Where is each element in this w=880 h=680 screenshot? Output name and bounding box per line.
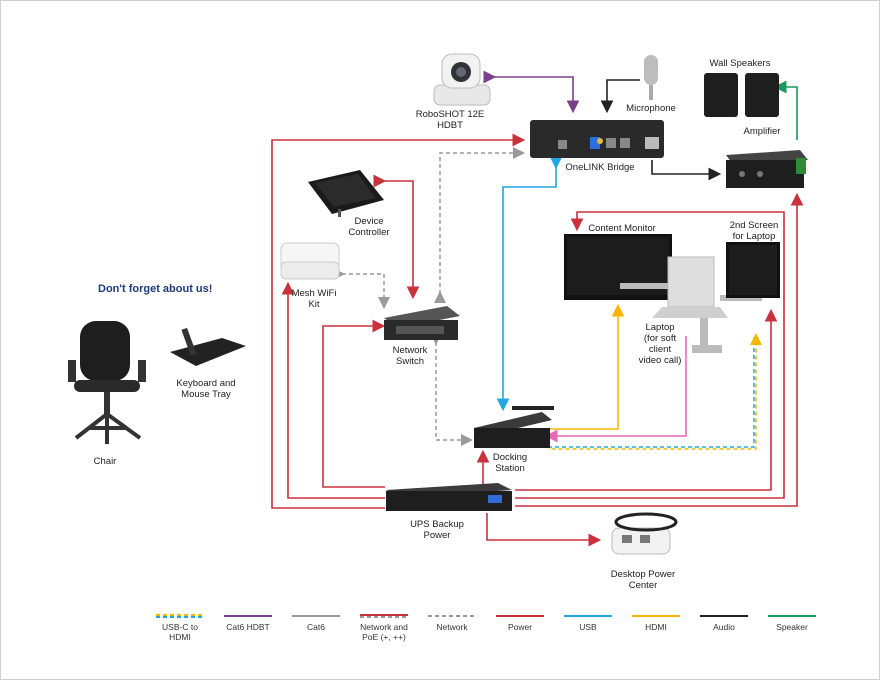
device-controller <box>308 170 384 217</box>
legend <box>156 614 816 618</box>
power-content-monitor <box>515 211 785 499</box>
legend-label-4: Network <box>436 622 468 632</box>
content-monitor <box>564 234 672 300</box>
onelink-label: OneLINK Bridge <box>565 162 635 173</box>
legend-label-7: HDMI <box>645 622 667 632</box>
second-screen-label: 2nd Screen for Laptop <box>729 220 779 242</box>
amplifier <box>726 150 808 188</box>
device-controller-label: Device Controller <box>348 216 390 238</box>
legend-label-5: Power <box>507 622 533 632</box>
network-onelink <box>434 147 525 303</box>
legend-label-2: Cat6 <box>307 622 325 632</box>
network-dock <box>430 333 473 446</box>
ups-backup-power <box>386 483 512 511</box>
speaker-line <box>773 80 798 140</box>
roboshot-camera <box>433 53 491 106</box>
content-monitor-label: Content Monitor <box>588 223 656 234</box>
mic-audio-line <box>600 79 640 114</box>
laptop <box>652 256 728 318</box>
usbc-hdmi-line-yellow <box>548 333 762 450</box>
power-second-screen <box>515 308 778 491</box>
usb-line <box>496 156 563 412</box>
microphone-icon <box>644 55 658 100</box>
legend-label-1: Cat6 HDBT <box>226 622 270 632</box>
power-mesh <box>281 281 385 499</box>
legend-label-0: USB-C to HDMI <box>162 622 198 642</box>
legend-label-6: USB <box>579 622 597 632</box>
wall-speakers-label: Wall Speakers <box>709 58 771 69</box>
amplifier-label: Amplifier <box>743 126 781 137</box>
docking-station-label: Docking Station <box>492 452 528 474</box>
callout-text: Don't forget about us! <box>98 283 213 295</box>
microphone-label: Microphone <box>626 103 676 114</box>
keyboard-tray-icon <box>170 327 246 366</box>
legend-label-3: Network and PoE (+, ++) <box>360 622 408 642</box>
docking-station <box>474 406 554 448</box>
power-amplifier <box>515 192 804 507</box>
power-desktop <box>486 513 602 547</box>
chair-label: Chair <box>93 456 117 467</box>
second-screen <box>726 242 780 298</box>
usbc-hdmi-line-blue <box>548 337 755 448</box>
ups-label: UPS Backup Power <box>410 519 464 541</box>
legend-label-8: Audio <box>713 622 735 632</box>
wall-speakers <box>704 73 779 117</box>
mesh-wifi-kit <box>280 242 340 280</box>
power-onelink <box>271 133 526 509</box>
network-switch-label: Network Switch <box>392 345 428 367</box>
legend-label-9: Speaker <box>776 622 808 632</box>
network-mesh <box>333 268 390 309</box>
poe-controller <box>373 174 420 300</box>
hdbt-line <box>483 70 580 114</box>
mesh-wifi-label: Mesh WiFi Kit <box>291 288 337 310</box>
network-switch <box>384 306 460 340</box>
laptop-label: Laptop (for soft client video call) <box>638 322 682 366</box>
desktop-power-label: Desktop Power Center <box>610 569 676 591</box>
laptop-usbc-line <box>544 336 687 443</box>
onelink-bridge <box>530 120 664 158</box>
desktop-power-center <box>611 512 678 555</box>
power-switch <box>322 319 386 488</box>
hdmi-content <box>548 303 625 430</box>
chair-icon <box>68 321 146 444</box>
amp-audio-line <box>651 160 722 181</box>
keyboard-tray-label: Keyboard and Mouse Tray <box>176 378 236 400</box>
roboshot-label: RoboSHOT 12E HDBT <box>415 109 485 131</box>
